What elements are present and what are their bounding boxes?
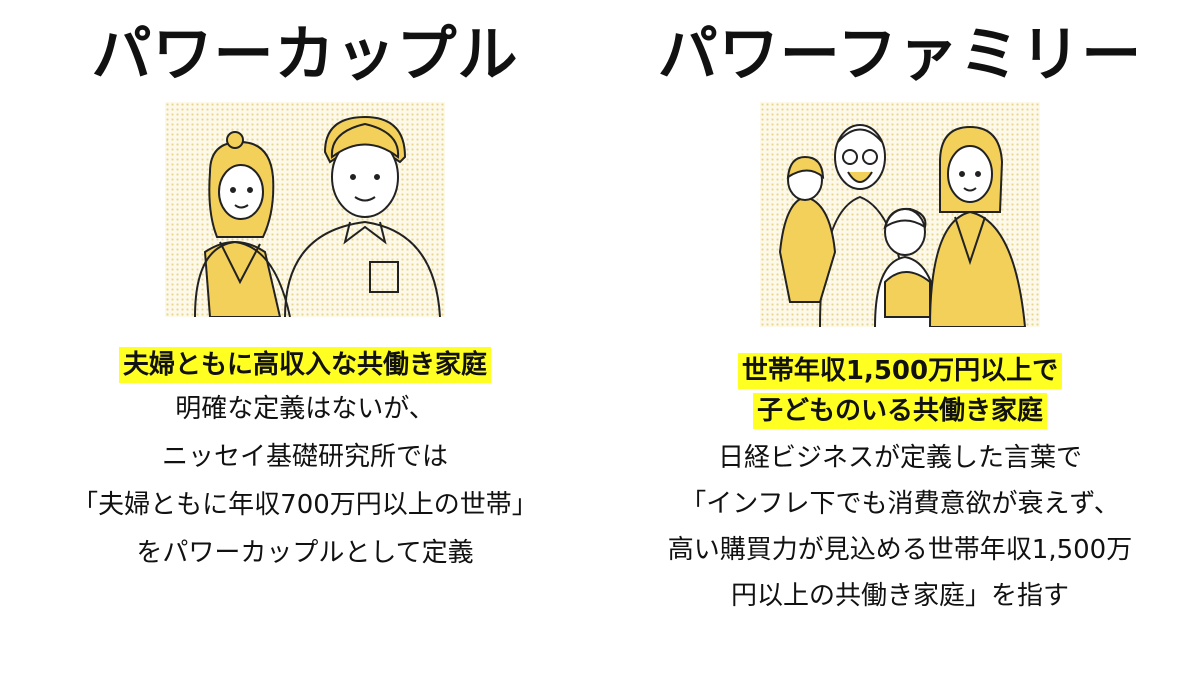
description-line: 日経ビジネスが定義した言葉で <box>717 443 1082 473</box>
description-line: 明確な定義はないが、 <box>175 394 435 424</box>
description-line: 「インフレ下でも消費意欲が衰えず、 <box>680 489 1120 519</box>
power-family-title: パワーファミリー <box>657 20 1143 90</box>
power-family-highlight-line-1: 世帯年収1,500万円以上で <box>737 353 1063 389</box>
power-couple-description: 明確な定義はないが、 ニッセイ基礎研究所では 「夫婦ともに年収700万円以上の世… <box>40 385 570 577</box>
family-illustration <box>760 102 1040 327</box>
power-couple-title: パワーカップル <box>91 20 519 90</box>
description-line: 「夫婦ともに年収700万円以上の世帯」 <box>72 490 538 520</box>
couple-illustration <box>165 102 445 317</box>
power-couple-section: パワーカップル 夫婦ともに高収入な共働き家庭 明確な定義はないが、 ニッセ <box>40 0 570 577</box>
power-family-section: パワーファミリー 世帯年収1,500万円以上で <box>610 0 1190 619</box>
power-couple-highlight: 夫婦ともに高収入な共働き家庭 <box>118 347 491 383</box>
description-line: 円以上の共働き家庭」を指す <box>730 581 1069 611</box>
description-line: ニッセイ基礎研究所では <box>161 442 448 472</box>
description-line: 高い購買力が見込める世帯年収1,500万 <box>667 535 1133 565</box>
power-family-description: 日経ビジネスが定義した言葉で 「インフレ下でも消費意欲が衰えず、 高い購買力が見… <box>610 435 1190 619</box>
power-family-highlight-line-2: 子どものいる共働き家庭 <box>752 393 1047 429</box>
description-line: をパワーカップルとして定義 <box>136 538 474 568</box>
